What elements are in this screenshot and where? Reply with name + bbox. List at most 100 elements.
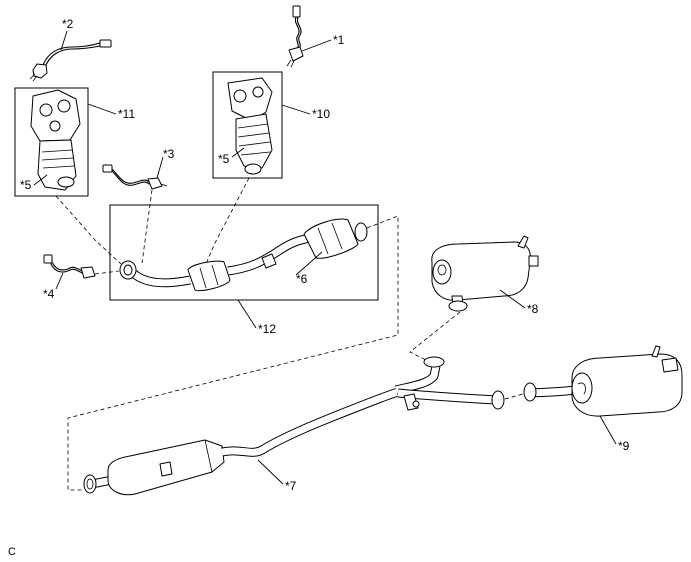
- muffler-9-inlet-inner: [531, 386, 576, 397]
- callout-7: *7: [285, 479, 297, 493]
- resonator-seam: [204, 439, 213, 473]
- sensor-4-connector: [43, 254, 53, 264]
- callout-6-leader: [295, 251, 323, 276]
- front-pipe-converter: [187, 260, 231, 292]
- manifold-left-flange: [57, 176, 75, 188]
- center-pipe-bracket-bolt: [412, 400, 420, 408]
- sensor-1-wire: [294, 16, 300, 50]
- sensor-2-wire: [42, 42, 101, 66]
- callout-5-left-leader: [33, 174, 48, 186]
- callout-10: *10: [312, 107, 330, 121]
- sensor-1: [286, 5, 304, 68]
- assembly-line-muffler8-to-center-pipe: [409, 311, 461, 361]
- sensor-2-connector: [99, 39, 112, 48]
- callout-3-leader: [156, 156, 164, 179]
- manifold-right-ribs: [237, 123, 271, 156]
- manifold-left-ribs: [41, 149, 75, 169]
- center-pipe-front-flange-hole: [86, 478, 94, 490]
- sensor-4-wire-b: [50, 263, 83, 274]
- callout-7-leader: [257, 459, 284, 485]
- callout-1-leader: [301, 39, 332, 52]
- exhaust-manifold-right: [227, 77, 273, 175]
- center-pipe-rear-flange: [491, 390, 505, 410]
- callout-4: *4: [43, 287, 55, 301]
- center-exhaust-pipe: [83, 356, 505, 496]
- sensor-3-tip: [160, 183, 168, 187]
- muffler-8-body: [431, 241, 531, 301]
- sensor-1-connector: [292, 5, 301, 18]
- center-pipe-front-flange: [83, 474, 97, 494]
- assembly-line-box10-to-front-pipe: [205, 177, 250, 265]
- manifold-left-port-b: [57, 99, 71, 113]
- callout-11-leader: [87, 103, 117, 115]
- callout-4-leader: [55, 272, 64, 290]
- muffler-8-hanger: [517, 235, 529, 249]
- callout-5-right: *5: [218, 152, 230, 166]
- manifold-left-port-c: [49, 120, 61, 132]
- callout-10-leader: [281, 104, 311, 115]
- assembly-line-center-pipe-to-muffler9: [504, 393, 524, 400]
- assembly-line-sensor3-to-front-pipe: [141, 189, 153, 264]
- front-pipe-flange-hole: [123, 264, 133, 276]
- manifold-right-port-b: [252, 86, 264, 98]
- box-10: [212, 71, 283, 179]
- callout-3: *3: [163, 147, 175, 161]
- callout-1: *1: [333, 33, 345, 47]
- main-muffler-9: [523, 345, 683, 417]
- exhaust-manifold-left: [30, 89, 81, 191]
- callout-6: *6: [296, 272, 308, 286]
- front-pipe: [119, 233, 311, 292]
- callout-2-leader: [60, 30, 68, 51]
- sub-muffler-8: [431, 235, 539, 312]
- callout-12-leader: [237, 299, 257, 329]
- converter-6-body: [303, 218, 359, 259]
- converter-6-ribs: [317, 222, 343, 255]
- center-pipe-upper-flange: [423, 356, 445, 368]
- muffler-9-end-cap: [571, 372, 593, 404]
- muffler-9-hanger: [651, 345, 661, 358]
- figure-code: C: [8, 546, 16, 558]
- manifold-right-port-a: [233, 89, 247, 103]
- assembly-line-front-pipe-to-center-pipe: [67, 215, 399, 491]
- muffler-8-outlet: [528, 255, 539, 267]
- manifold-left-port-a: [39, 103, 53, 117]
- callout-9: *9: [618, 439, 630, 453]
- sensor-1-wire-b: [296, 16, 302, 50]
- sensor-3-body: [147, 177, 163, 190]
- converter-6-flange: [354, 222, 368, 242]
- sensor-3: [102, 164, 168, 190]
- sensor-4: [43, 254, 96, 279]
- manifold-left-heat-shield: [30, 89, 81, 142]
- muffler-8-flange: [448, 300, 468, 312]
- callout-5-left: *5: [20, 178, 32, 192]
- front-pipe-mid-inner: [227, 234, 311, 275]
- callout-12: *12: [258, 322, 276, 336]
- sensor-1-tip: [286, 59, 295, 68]
- sensor-3-wire-b: [111, 170, 150, 186]
- center-pipe-lower-branch-inner: [397, 389, 497, 404]
- callout-11: *11: [118, 107, 135, 121]
- muffler-8-end-cap: [432, 259, 452, 285]
- muffler-9-body: [571, 353, 683, 417]
- center-pipe-upper-branch-inner: [395, 365, 440, 394]
- muffler-9-end-detail: [577, 382, 586, 395]
- callout-9-leader: [599, 415, 617, 445]
- front-pipe-bracket: [261, 253, 277, 269]
- callout-8-leader: [499, 289, 526, 309]
- sensor-3-wire: [111, 168, 150, 184]
- assembly-lines: [55, 177, 524, 491]
- manifold-right-converter: [235, 113, 273, 169]
- manifold-right-flange: [244, 163, 262, 175]
- callout-8: *8: [527, 302, 539, 316]
- front-pipe-converter-ribs: [199, 264, 219, 289]
- muffler-9-tail-pipe: [661, 357, 679, 373]
- center-pipe-main-inner: [221, 388, 400, 456]
- muffler-9-inlet-flange: [523, 382, 537, 402]
- assembly-line-box11-to-front-pipe: [55, 195, 122, 265]
- catalytic-converter-6: [303, 218, 368, 259]
- resonator-bracket: [159, 461, 173, 477]
- sensor-2-wire-b: [44, 45, 101, 68]
- sensor-2-tip: [29, 73, 38, 82]
- sensor-1-body: [288, 46, 304, 62]
